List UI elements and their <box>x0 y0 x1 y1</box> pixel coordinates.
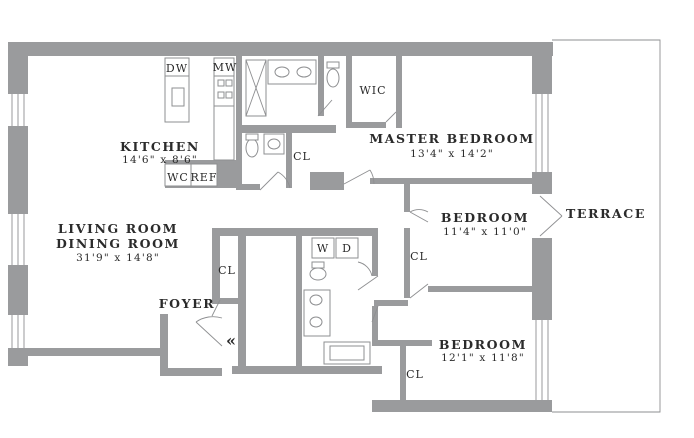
master-bedroom-dims: 13'4" x 14'2" <box>410 148 494 160</box>
exterior-walls <box>8 42 553 412</box>
bedroom-dims: 11'4" x 11'0" <box>443 226 527 238</box>
bedroom2-dims: 12'1" x 11'8" <box>441 352 525 364</box>
closet-label-foyer: CL <box>218 264 236 277</box>
kitchen-name: KITCHEN <box>120 139 200 154</box>
master-bedroom-name: MASTER BEDROOM <box>369 131 534 146</box>
closet-label-bedroom2: CL <box>406 368 424 381</box>
kitchen-fixtures <box>164 57 235 187</box>
entry-arrow-icon: « <box>226 331 236 350</box>
microwave-label: MW <box>213 61 238 74</box>
wine-cooler-label: WC <box>167 171 189 184</box>
terrace-area <box>552 39 661 413</box>
bedroom2-name: BEDROOM <box>439 337 527 352</box>
living-room-name: LIVING ROOM <box>58 221 178 236</box>
walk-in-closet-label: WIC <box>359 84 386 97</box>
foyer-name: FOYER <box>159 296 216 311</box>
terrace-name: TERRACE <box>566 206 646 221</box>
windows <box>11 94 549 400</box>
closet-label-bath: CL <box>293 150 311 163</box>
washer-label: W <box>317 242 329 255</box>
dryer-label: D <box>342 242 352 255</box>
kitchen-dims: 14'6" x 8'6" <box>122 154 198 166</box>
bath-fixtures <box>245 59 371 365</box>
refrigerator-label: REF <box>191 171 218 184</box>
closet-label-bedroom: CL <box>410 250 428 263</box>
doors <box>195 99 563 347</box>
living-room-dims: 31'9" x 14'8" <box>76 252 160 264</box>
dishwasher-label: DW <box>166 62 188 75</box>
dining-room-name: DINING ROOM <box>56 236 180 251</box>
bedroom-name: BEDROOM <box>441 210 529 225</box>
